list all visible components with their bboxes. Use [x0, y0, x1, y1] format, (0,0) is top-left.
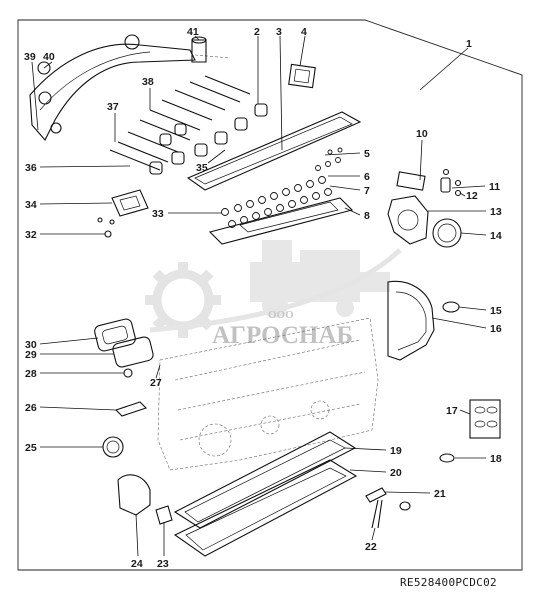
oil-pan-gasket-lower — [173, 459, 358, 557]
rear-seal-gasket — [117, 474, 151, 516]
callout-20: 20 — [390, 467, 402, 479]
callout-19: 19 — [390, 445, 402, 457]
exhaust-manifold-gasket — [29, 34, 231, 141]
watermark: ООО АГРОСНАБ — [145, 240, 402, 349]
callout-labels: 1 2 3 4 5 6 7 8 10 11 12 13 14 15 16 17 … — [24, 26, 502, 570]
callout-29: 29 — [25, 349, 37, 361]
callout-18: 18 — [490, 453, 502, 465]
callout-36: 36 — [25, 162, 37, 174]
oil-pan-gasket — [173, 431, 357, 529]
callout-4: 4 — [301, 26, 307, 38]
gasket-26 — [114, 401, 148, 417]
seal-21 — [365, 487, 387, 503]
callout-17: 17 — [446, 405, 458, 417]
callout-28: 28 — [25, 368, 37, 380]
callout-11: 11 — [489, 181, 500, 193]
callout-32: 32 — [25, 229, 37, 241]
callout-40: 40 — [43, 51, 55, 63]
timing-cover-gasket — [387, 280, 435, 361]
callout-8: 8 — [364, 210, 370, 222]
valve-cover-gasket — [186, 111, 362, 191]
front-cover-gasket — [94, 318, 136, 352]
callout-35: 35 — [196, 162, 208, 174]
callout-34: 34 — [25, 199, 37, 211]
cover-plate-gasket — [111, 189, 149, 217]
callout-27: 27 — [150, 377, 162, 389]
callout-2: 2 — [254, 26, 260, 38]
seal-22 — [371, 499, 411, 529]
seal-kit-box — [469, 399, 501, 439]
callout-13: 13 — [490, 206, 502, 218]
exhaust-port-gaskets — [149, 103, 268, 175]
valve-stem-seals — [221, 147, 343, 228]
front-cover-gasket-2 — [112, 336, 154, 368]
callout-30: 30 — [25, 339, 37, 351]
rectangular-seal — [396, 171, 426, 191]
head-gasket — [208, 197, 354, 245]
callout-14: 14 — [490, 230, 502, 242]
callout-23: 23 — [157, 558, 169, 570]
callout-24: 24 — [131, 558, 143, 570]
callout-16: 16 — [490, 323, 502, 335]
callout-3: 3 — [276, 26, 282, 38]
seal-28 — [123, 368, 133, 378]
water-pump-gasket — [387, 195, 429, 245]
callout-10: 10 — [416, 128, 428, 140]
callout-21: 21 — [434, 488, 446, 500]
callout-12: 12 — [466, 190, 478, 202]
callout-41: 41 — [187, 26, 199, 38]
gasket-25 — [102, 436, 124, 458]
callout-38: 38 — [142, 76, 154, 88]
callout-26: 26 — [25, 402, 37, 414]
sleeve-part — [191, 36, 207, 63]
thermostat-gasket — [432, 218, 462, 248]
callout-33: 33 — [152, 208, 164, 220]
reference-code: RE528400PCDC02 — [400, 576, 497, 589]
callout-6: 6 — [364, 171, 370, 183]
callout-22: 22 — [365, 541, 377, 553]
watermark-brand: АГРОСНАБ — [212, 322, 353, 349]
fitting-11-12 — [440, 168, 462, 197]
callout-39: 39 — [24, 51, 36, 63]
o-ring-15 — [442, 301, 460, 313]
kit-frame — [17, 19, 523, 571]
callout-1: 1 — [466, 38, 472, 50]
manifold-bolts — [109, 75, 251, 171]
o-ring-18 — [439, 453, 455, 463]
callout-25: 25 — [25, 442, 37, 454]
callout-37: 37 — [107, 101, 119, 113]
watermark-small: ООО — [268, 309, 294, 321]
callout-7: 7 — [364, 185, 370, 197]
callout-5: 5 — [364, 148, 370, 160]
gasket-23 — [155, 505, 173, 525]
leader-lines — [31, 35, 487, 557]
intake-gasket — [288, 63, 316, 89]
callout-15: 15 — [490, 305, 502, 317]
